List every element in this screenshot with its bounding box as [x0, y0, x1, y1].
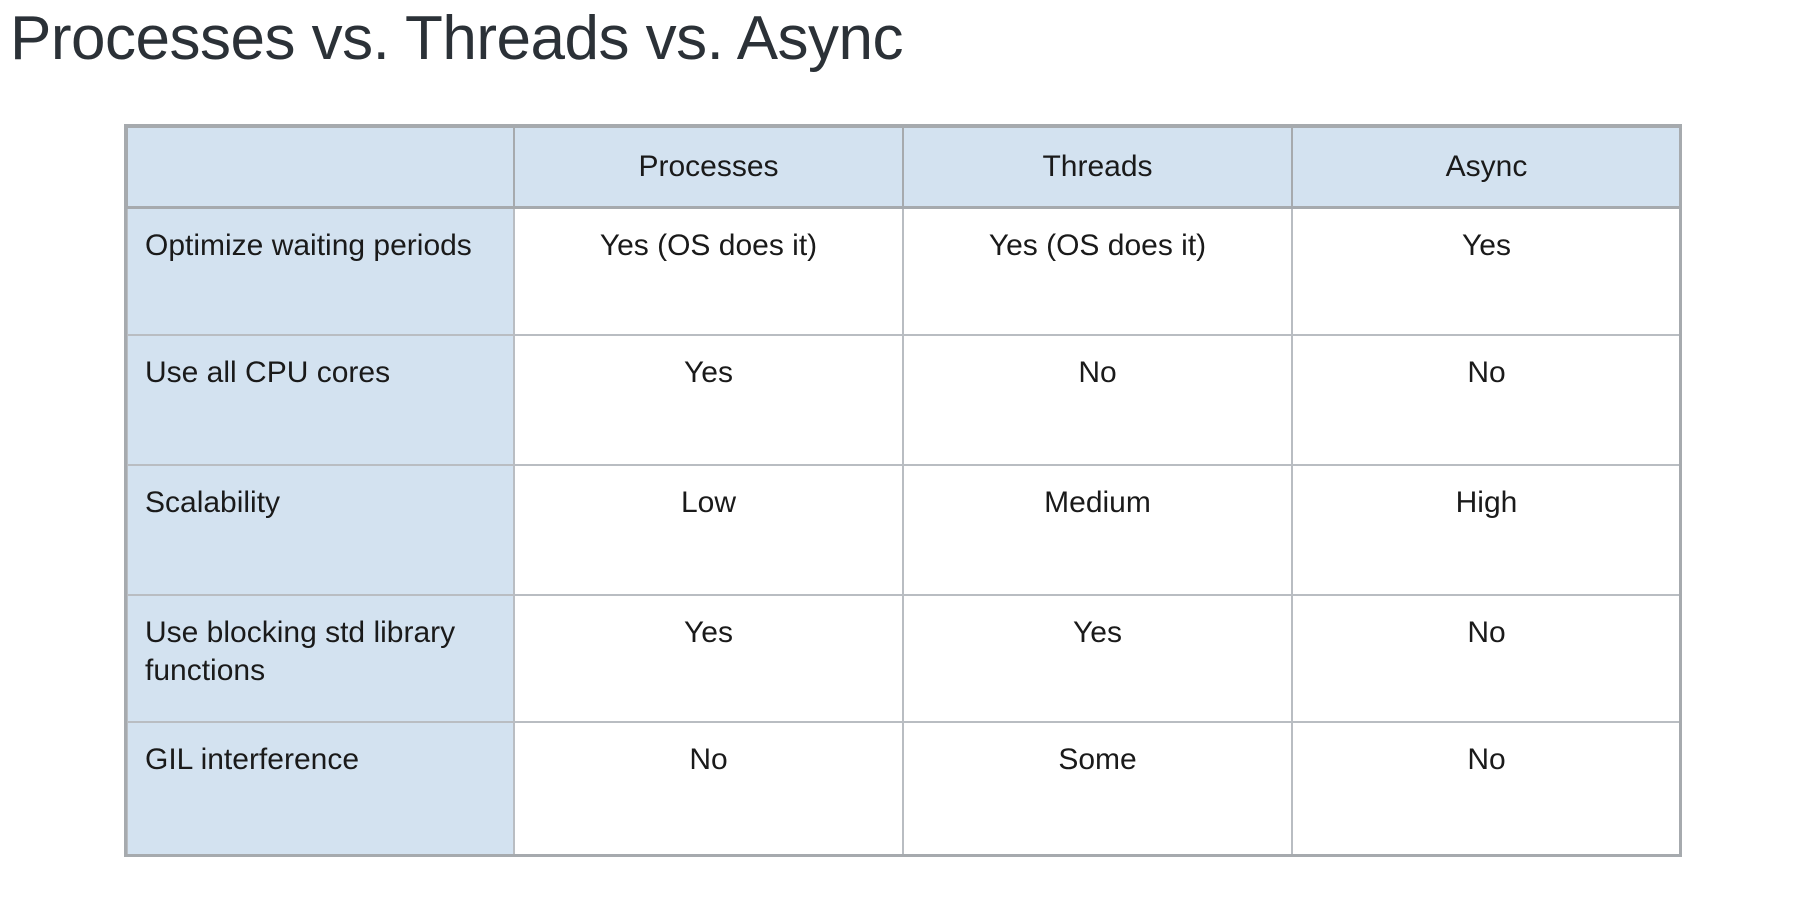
cell-value: No [1467, 742, 1506, 776]
cell-use-blocking-std-library-functions-threads: Yes [902, 593, 1293, 723]
cell-optimize-waiting-periods-processes: Yes (OS does it) [513, 206, 904, 336]
cell-value: High [1455, 485, 1518, 519]
column-header-threads[interactable]: Threads [902, 126, 1293, 209]
cell-gil-interference-async: No [1291, 720, 1682, 856]
cell-gil-interference-threads: Some [902, 720, 1293, 856]
cell-scalability-processes: Low [513, 463, 904, 596]
cell-value: Yes [1073, 615, 1122, 649]
cell-value: Yes [684, 615, 733, 649]
cell-scalability-threads: Medium [902, 463, 1293, 596]
table-row: Scalability Low Medium High [126, 463, 1682, 596]
cell-value: No [689, 742, 728, 776]
cell-optimize-waiting-periods-threads: Yes (OS does it) [902, 206, 1293, 336]
cell-gil-interference-processes: No [513, 720, 904, 856]
row-label-text: Optimize waiting periods [145, 229, 472, 262]
table-body: Optimize waiting periods Yes (OS does it… [126, 206, 1682, 856]
cell-value: Yes (OS does it) [988, 229, 1207, 262]
cell-scalability-async: High [1291, 463, 1682, 596]
column-header-threads-label: Threads [1042, 150, 1153, 183]
column-header-async[interactable]: Async [1291, 126, 1682, 209]
table-row: Optimize waiting periods Yes (OS does it… [126, 206, 1682, 336]
comparison-table: Processes Threads Async Optimize waiting… [126, 126, 1682, 856]
cell-use-all-cpu-cores-threads: No [902, 333, 1293, 466]
cell-value: No [1078, 355, 1117, 389]
row-label-use-all-cpu-cores: Use all CPU cores [126, 333, 515, 466]
table-row: GIL interference No Some No [126, 720, 1682, 856]
table-header-row: Processes Threads Async [126, 126, 1682, 209]
row-label-text: Scalability [145, 485, 281, 519]
cell-use-blocking-std-library-functions-processes: Yes [513, 593, 904, 723]
cell-value: Yes [684, 355, 733, 389]
table-header: Processes Threads Async [126, 126, 1682, 209]
cell-value: No [1467, 615, 1506, 649]
cell-value: No [1467, 355, 1506, 389]
column-header-processes-label: Processes [638, 150, 779, 183]
column-header-blank [126, 126, 515, 209]
cell-value: Yes [1462, 229, 1511, 262]
column-header-processes[interactable]: Processes [513, 126, 904, 209]
cell-value: Yes (OS does it) [599, 229, 818, 262]
row-label-text: Use blocking std library functions [145, 615, 456, 687]
row-label-text: GIL interference [145, 742, 359, 776]
cell-value: Low [680, 485, 737, 519]
cell-use-blocking-std-library-functions-async: No [1291, 593, 1682, 723]
row-label-scalability: Scalability [126, 463, 515, 596]
row-label-text: Use all CPU cores [145, 355, 391, 389]
table-row: Use all CPU cores Yes No No [126, 333, 1682, 466]
table-row: Use blocking std library functions Yes Y… [126, 593, 1682, 723]
row-label-use-blocking-std-library-functions: Use blocking std library functions [126, 593, 515, 723]
cell-optimize-waiting-periods-async: Yes [1291, 206, 1682, 336]
cell-value: Medium [1044, 485, 1151, 519]
column-header-async-label: Async [1445, 150, 1528, 183]
cell-use-all-cpu-cores-processes: Yes [513, 333, 904, 466]
page-title: Processes vs. Threads vs. Async [10, 4, 904, 73]
row-label-gil-interference: GIL interference [126, 720, 515, 856]
row-label-optimize-waiting-periods: Optimize waiting periods [126, 206, 515, 336]
cell-use-all-cpu-cores-async: No [1291, 333, 1682, 466]
cell-value: Some [1058, 742, 1137, 776]
